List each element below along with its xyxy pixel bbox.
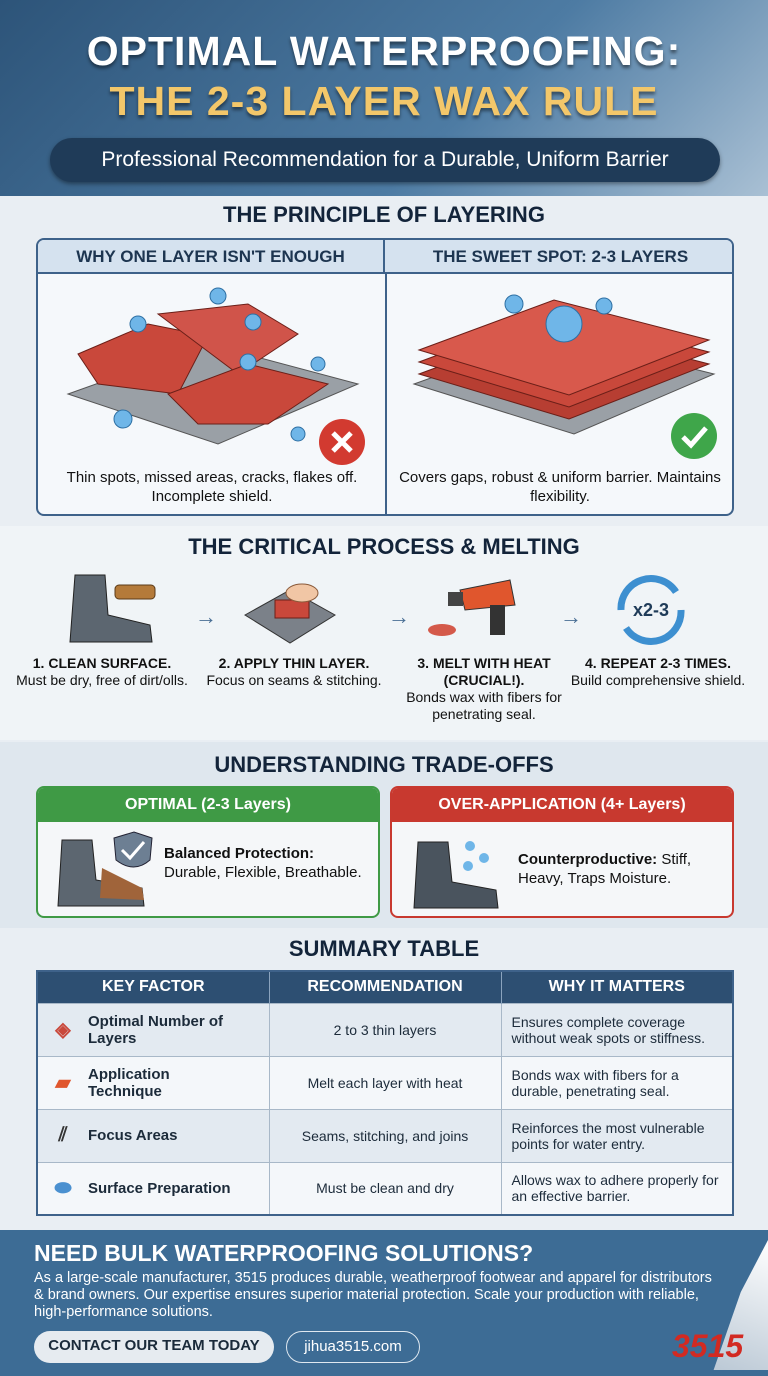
- col-recommendation: RECOMMENDATION: [269, 971, 502, 1003]
- process-title: THE CRITICAL PROCESS & MELTING: [188, 534, 580, 559]
- over-text: Counterproductive: Stiff, Heavy, Traps M…: [518, 851, 692, 887]
- arrow-icon: →: [388, 604, 410, 629]
- heat-gun-icon: ▰: [55, 1072, 71, 1094]
- tradeoffs-title: UNDERSTANDING TRADE-OFFS: [214, 752, 554, 777]
- wax-block-icon: [244, 583, 336, 644]
- stitching-icon: ⫽: [58, 1124, 68, 1146]
- x-circle-icon: [319, 419, 365, 465]
- principle-title: THE PRINCIPLE OF LAYERING: [223, 202, 545, 227]
- repeat-badge: x2-3: [633, 600, 669, 620]
- title-line2: THE 2-3 LAYER WAX RULE: [109, 78, 659, 124]
- single-layer-caption: Thin spots, missed areas, cracks, flakes…: [66, 469, 358, 505]
- over-header: OVER-APPLICATION (4+ Layers): [392, 788, 732, 822]
- brand-logo: 3515: [672, 1328, 744, 1364]
- repeat-icon: x2-3: [617, 575, 685, 645]
- optimal-box: OPTIMAL (2-3 Layers) Balanced Protection…: [36, 786, 380, 918]
- arrow-icon: →: [560, 604, 582, 629]
- multi-layer-illustration: [412, 294, 716, 435]
- optimal-text: Balanced Protection:Durable, Flexible, B…: [164, 845, 362, 881]
- sweet-spot-caption: Covers gaps, robust & uniform barrier. M…: [399, 469, 721, 505]
- footer-text: As a large-scale manufacturer, 3515 prod…: [34, 1270, 712, 1320]
- heat-gun-icon: [428, 579, 516, 636]
- subtitle-pill: Professional Recommendation for a Durabl…: [50, 138, 720, 182]
- footer-title: NEED BULK WATERPROOFING SOLUTIONS?: [34, 1240, 534, 1266]
- layers-icon: ◈: [55, 1019, 71, 1041]
- step-2: 2. APPLY THIN LAYER.Focus on seams & sti…: [206, 655, 382, 688]
- website-link[interactable]: jihua3515.com: [286, 1331, 420, 1363]
- optimal-header: OPTIMAL (2-3 Layers): [38, 788, 378, 822]
- title-line1: OPTIMAL WATERPROOFING:: [86, 28, 682, 74]
- boot-shield-icon: [57, 831, 153, 907]
- sponge-icon: ⬬: [54, 1176, 72, 1199]
- single-layer-header: WHY ONE LAYER ISN'T ENOUGH: [38, 240, 385, 274]
- boot-brush-icon: [69, 574, 156, 643]
- step-3: 3. MELT WITH HEAT (CRUCIAL!).Bonds wax w…: [406, 655, 562, 722]
- check-circle-icon: [671, 413, 717, 459]
- arrow-icon: →: [195, 604, 217, 629]
- principle-panel: WHY ONE LAYER ISN'T ENOUGH THE SWEET SPO…: [36, 238, 734, 516]
- step-1: 1. CLEAN SURFACE.Must be dry, free of di…: [16, 655, 188, 688]
- sweet-spot-header: THE SWEET SPOT: 2-3 LAYERS: [385, 240, 732, 274]
- single-layer-illustration: [66, 287, 360, 445]
- col-why: WHY IT MATTERS: [501, 971, 734, 1003]
- boot-droplets-icon: [413, 841, 499, 909]
- summary-title: SUMMARY TABLE: [288, 936, 480, 961]
- col-key-factor: KEY FACTOR: [37, 971, 270, 1003]
- over-application-box: OVER-APPLICATION (4+ Layers) Counterprod…: [390, 786, 734, 918]
- contact-button[interactable]: CONTACT OUR TEAM TODAY: [34, 1331, 274, 1363]
- step-4: 4. REPEAT 2-3 TIMES.Build comprehensive …: [570, 655, 746, 688]
